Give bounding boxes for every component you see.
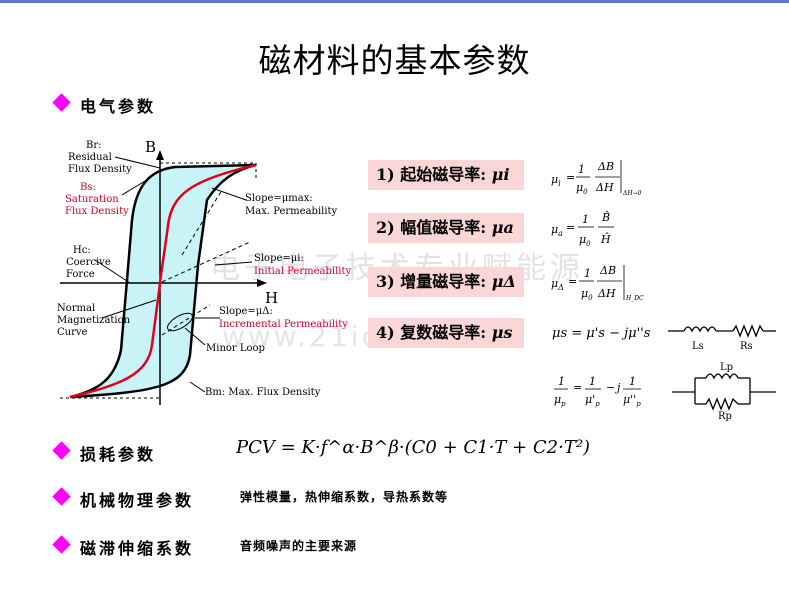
svg-text:ΔH: ΔH bbox=[597, 287, 616, 300]
slope-d-label-1: Slope=μΔ: bbox=[219, 306, 273, 317]
param-label: 3) 增量磁导率: bbox=[376, 272, 492, 291]
svg-text:μ0: μ0 bbox=[579, 233, 591, 248]
h-axis-arrow bbox=[257, 279, 267, 287]
svg-text:=: = bbox=[568, 275, 577, 288]
param-symbol: μi bbox=[491, 165, 510, 184]
svg-text:μΔ: μΔ bbox=[551, 277, 564, 292]
svg-text:−: − bbox=[606, 381, 615, 394]
parallel-circuit bbox=[672, 373, 776, 411]
svg-text:1: 1 bbox=[558, 375, 565, 388]
axis-h-label: H bbox=[265, 289, 278, 307]
svg-text:H_DC: H_DC bbox=[625, 295, 644, 302]
param-initial-permeability: 1) 起始磁导率: μi bbox=[368, 160, 524, 190]
rs-label: Rs bbox=[740, 341, 753, 352]
svg-text:1: 1 bbox=[578, 163, 585, 176]
magnetostriction-description: 音频噪声的主要来源 bbox=[240, 539, 358, 553]
svg-text:ΔB: ΔB bbox=[599, 264, 616, 277]
svg-text:μa: μa bbox=[551, 223, 563, 238]
lp-label: Lp bbox=[720, 362, 733, 373]
slope-i-label-1: Slope=μi: bbox=[254, 253, 304, 264]
param-label: 4) 复数磁导率: bbox=[376, 323, 492, 342]
param-symbol: μΔ bbox=[491, 272, 516, 291]
nm-label-2: Magnetization bbox=[57, 315, 131, 326]
eq-initial: μi = 1 μ0 ΔB ΔH ΔH→0 bbox=[551, 160, 642, 197]
rp-label: Rp bbox=[718, 411, 732, 422]
section-loss: 损耗参数 bbox=[80, 445, 157, 464]
eq-amplitude: μa = 1 μ0 B̂ Ĥ bbox=[551, 211, 614, 248]
ls-label: Ls bbox=[692, 341, 704, 352]
br-label-3: Flux Density bbox=[68, 164, 132, 175]
param-amplitude-permeability: 2) 幅值磁导率: μa bbox=[368, 213, 524, 243]
slope-max-pointer bbox=[211, 187, 247, 201]
bs-label-3: Flux Density bbox=[65, 206, 129, 217]
svg-text:μ0: μ0 bbox=[581, 287, 593, 302]
bm-label: Bm: Max. Flux Density bbox=[205, 387, 321, 398]
bs-label-2: Saturation bbox=[65, 194, 119, 205]
svg-text:1: 1 bbox=[589, 375, 596, 388]
section-electrical: 电气参数 bbox=[80, 97, 157, 116]
slope-i-tangent bbox=[161, 241, 251, 283]
slope-d-tangent bbox=[161, 304, 211, 336]
svg-text:ΔB: ΔB bbox=[597, 160, 614, 173]
nm-label-3: Curve bbox=[57, 327, 88, 338]
hc-label-1: Hc: bbox=[73, 245, 91, 256]
svg-text:1: 1 bbox=[629, 375, 636, 388]
svg-text:j: j bbox=[614, 381, 621, 394]
param-symbol: μa bbox=[491, 218, 514, 237]
minor-loop-label: Minor Loop bbox=[206, 343, 265, 354]
bs-label-1: Bs: bbox=[80, 182, 96, 193]
eq-incremental: μΔ = 1 μ0 ΔB ΔH H_DC bbox=[551, 264, 644, 302]
hc-label-2: Coercive bbox=[66, 257, 111, 268]
eq-parallel: 1 μp = 1 μ'p − j 1 μ''p bbox=[554, 375, 641, 408]
svg-text:μp: μp bbox=[554, 393, 566, 408]
hc-label-3: Force bbox=[66, 269, 95, 280]
svg-text:B̂: B̂ bbox=[601, 211, 610, 224]
svg-text:μ'p: μ'p bbox=[585, 393, 600, 408]
slope-d-label-2: Incremental Permeability bbox=[219, 319, 348, 330]
section-mechanical: 机械物理参数 bbox=[80, 491, 195, 510]
section-magnetostriction: 磁滞伸缩系数 bbox=[80, 539, 195, 558]
svg-text:μ0: μ0 bbox=[576, 181, 588, 196]
svg-text:μi: μi bbox=[551, 173, 561, 188]
mechanical-description: 弹性模量，热伸缩系数，导热系数等 bbox=[240, 490, 449, 504]
nm-pointer bbox=[101, 299, 157, 319]
normal-magnetization-curve bbox=[69, 163, 257, 399]
svg-text:μ''p: μ''p bbox=[623, 393, 641, 408]
page-title: 磁材料的基本参数 bbox=[258, 41, 531, 80]
bs-pointer bbox=[121, 177, 151, 196]
param-complex-permeability: 4) 复数磁导率: μs bbox=[368, 318, 524, 348]
eq-complex: μs = μ's − jμ''s bbox=[552, 326, 651, 341]
svg-text:ΔH→0: ΔH→0 bbox=[622, 190, 642, 197]
svg-text:=: = bbox=[566, 171, 575, 184]
minor-pointer bbox=[184, 327, 206, 346]
br-pointer bbox=[114, 156, 161, 169]
minor-loop bbox=[167, 312, 193, 332]
hc-pointer bbox=[94, 259, 131, 284]
svg-text:=: = bbox=[573, 381, 582, 394]
br-label-1: Br: bbox=[86, 140, 102, 151]
top-accent-bar bbox=[0, 0, 789, 3]
axis-b-label: B bbox=[145, 138, 156, 156]
nm-label-1: Normal bbox=[57, 303, 95, 314]
slope-max-label-1: Slope=μmax: bbox=[245, 193, 313, 204]
svg-text:Ĥ: Ĥ bbox=[600, 232, 611, 246]
slope-i-pointer bbox=[214, 261, 253, 266]
svg-text:ΔH: ΔH bbox=[595, 181, 614, 194]
param-incremental-permeability: 3) 增量磁导率: μΔ bbox=[368, 267, 524, 297]
series-circuit bbox=[668, 324, 776, 338]
slope-max-tangent bbox=[181, 189, 223, 256]
br-label-2: Residual bbox=[68, 152, 112, 163]
bm-pointer bbox=[189, 381, 206, 393]
loss-equation: PCV = K·f^α·B^β·(C0 + C1·T + C2·T²) bbox=[236, 437, 591, 458]
svg-text:1: 1 bbox=[582, 213, 589, 226]
param-symbol: μs bbox=[491, 323, 513, 342]
svg-text:=: = bbox=[566, 221, 575, 234]
slope-max-label-2: Max. Permeability bbox=[245, 206, 338, 217]
b-axis-arrow bbox=[156, 150, 164, 160]
param-label: 2) 幅值磁导率: bbox=[376, 218, 492, 237]
svg-text:1: 1 bbox=[584, 267, 591, 280]
slope-i-label-2: Initial Permeability bbox=[254, 266, 351, 277]
param-label: 1) 起始磁导率: bbox=[376, 165, 492, 184]
